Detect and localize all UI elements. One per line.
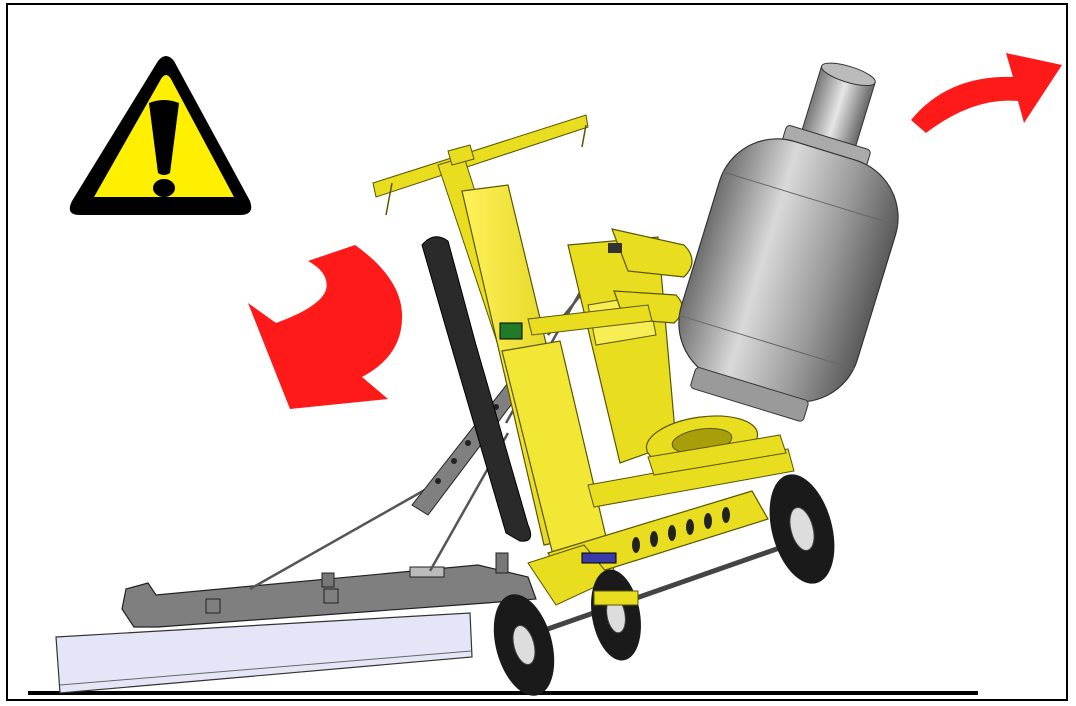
yellow-frame [372, 114, 795, 606]
diagram-frame [6, 3, 1068, 701]
machine-tip-diagram [28, 53, 1062, 696]
boom-arm [121, 552, 537, 628]
curved-arrow-up-right-icon [911, 53, 1062, 133]
curved-arrow-down-left-icon [248, 245, 403, 409]
warning-triangle-icon [69, 56, 252, 215]
wheel-front-left [493, 594, 555, 696]
axle [541, 542, 789, 634]
scraper-blade [55, 612, 473, 694]
wheel-rear [769, 474, 835, 584]
propane-tank [678, 62, 899, 422]
wheel-front-right [591, 569, 641, 661]
handle-grip [421, 236, 532, 542]
